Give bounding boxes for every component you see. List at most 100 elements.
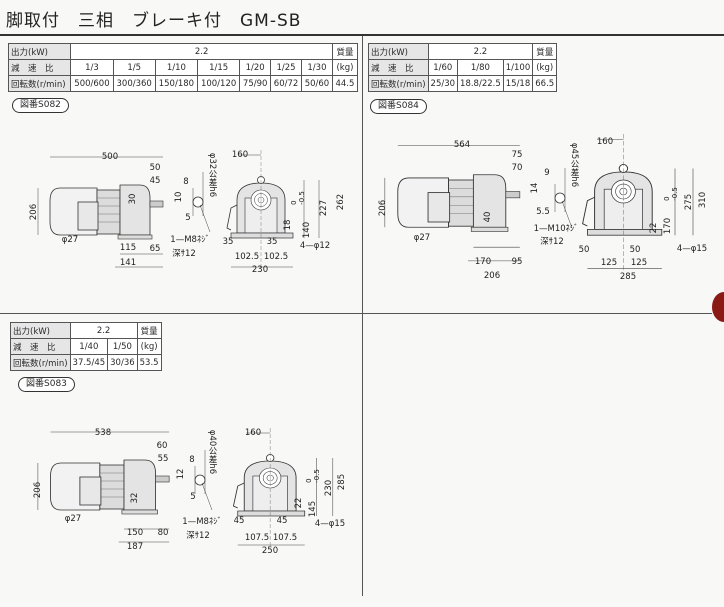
drawing-number: 図番S083: [18, 377, 75, 392]
dim: 160: [596, 137, 614, 147]
dim: 150: [126, 528, 144, 538]
motor-side-view-s082: [37, 156, 164, 268]
dim: 80: [157, 528, 169, 538]
speed-label: 回転数(r/min): [10, 354, 71, 371]
speed-cell: 150/180: [154, 75, 199, 92]
dim: 230: [251, 265, 269, 275]
dim: 102.5: [263, 252, 289, 262]
dim: 45: [149, 176, 161, 186]
dim: 40: [483, 211, 493, 223]
speed-cell: 30/36: [107, 354, 138, 371]
spec-table-s082: 出力(kW) 2.2 質量 減 速 比 1/3 1/5 1/10 1/15 1/…: [7, 43, 359, 92]
dim: 45: [233, 516, 245, 526]
speed-cell: 37.5/45: [69, 354, 109, 371]
dim: 160: [231, 150, 249, 160]
dim: 5: [185, 213, 191, 223]
dim: 95: [511, 257, 523, 267]
mass-unit: (kg): [331, 59, 359, 76]
mass-value: 44.5: [331, 75, 359, 92]
dim: 55: [157, 454, 169, 464]
dim: 140: [302, 221, 312, 239]
dim-tap-depth: 深ｻ12: [172, 249, 196, 259]
dim: 262: [336, 193, 346, 211]
horizontal-divider: [0, 313, 712, 314]
dim-shaft: φ45公差h6: [569, 142, 579, 188]
dim-height: 206: [29, 203, 39, 221]
dim: 35: [222, 237, 234, 247]
speed-label: 回転数(r/min): [368, 75, 429, 92]
dim: 8: [183, 177, 189, 187]
ratio-label: 減 速 比: [368, 59, 429, 76]
output-label: 出力(kW): [7, 43, 72, 60]
dim-tap-depth: 深ｻ12: [540, 237, 564, 247]
dim-shaft: φ32公差h6: [207, 152, 217, 198]
dim-overall-length: 564: [453, 140, 471, 150]
speed-cell: 300/360: [112, 75, 156, 92]
dim: 115: [119, 243, 137, 253]
dim: 10: [174, 191, 184, 203]
motor-front-view-s083: [233, 427, 334, 549]
dim-tap: 1—M8ﾈｼﾞ: [170, 235, 210, 245]
speed-cell: 100/120: [196, 75, 241, 92]
dim-height: 206: [33, 481, 43, 499]
speed-cell: 18.8/22.5: [457, 75, 504, 92]
output-label: 出力(kW): [10, 322, 71, 339]
dim: 22: [649, 222, 659, 234]
dim: 12: [176, 468, 186, 480]
dim: 70: [511, 163, 523, 173]
dim-tap: 1—M8ﾈｼﾞ: [182, 517, 222, 527]
dim: 250: [261, 546, 279, 556]
dim-overall-length: 538: [94, 428, 112, 438]
page-title: 脚取付 三相 ブレーキ付 GM-SB: [6, 11, 302, 31]
drawing-number: 図番S084: [370, 99, 427, 114]
dim: 170: [474, 257, 492, 267]
speed-label: 回転数(r/min): [7, 75, 72, 92]
motor-side-view-s083: [37, 431, 170, 543]
dim: 5: [190, 492, 196, 502]
dim-holes: 4—φ15: [676, 244, 708, 254]
dim: 30: [128, 193, 138, 205]
dim: 187: [126, 542, 144, 552]
dim: 75: [511, 150, 523, 160]
spec-table-s083: 出力(kW) 2.2 質量 減 速 比 1/40 1/50 (kg) 回転数(r…: [10, 322, 162, 371]
mass-value: 66.5: [532, 75, 558, 92]
mass-value: 53.5: [136, 354, 162, 371]
dim: 32: [130, 492, 140, 504]
dim-tap-depth: 深ｻ12: [186, 531, 210, 541]
page-edge-tab: [712, 292, 724, 322]
dim: φ27: [64, 514, 82, 524]
dim-tolerance: 0 -0.5: [290, 191, 306, 205]
title-rule: [0, 34, 724, 36]
dim-tap: 1—M10ﾈｼﾞ: [533, 224, 579, 234]
vertical-divider: [362, 36, 363, 596]
dim: 50: [149, 163, 161, 173]
dim-overall-length: 500: [101, 152, 119, 162]
drawing-number: 図番S082: [12, 98, 69, 113]
dim: 35: [266, 237, 278, 247]
dim: 107.5: [272, 533, 298, 543]
dim: 107.5: [244, 533, 270, 543]
dim: φ27: [413, 233, 431, 243]
dim: 285: [337, 473, 347, 491]
dim: 50: [578, 245, 590, 255]
dim: 22: [294, 497, 304, 509]
spec-table-s084: 出力(kW) 2.2 質量 減 速 比 1/60 1/80 1/100 (kg)…: [368, 43, 558, 92]
dim: 141: [119, 258, 137, 268]
dim-height: 206: [378, 199, 388, 217]
dim: 5.5: [536, 207, 550, 217]
dim: 160: [244, 428, 262, 438]
dim: 145: [308, 500, 318, 518]
dim: 102.5: [234, 252, 260, 262]
dim-holes: 4—φ15: [314, 519, 346, 529]
dim: 170: [663, 217, 673, 235]
dim: 227: [319, 199, 329, 217]
dim: 230: [324, 479, 334, 497]
dim: 65: [149, 244, 161, 254]
speed-cell: 15/18: [502, 75, 534, 92]
dim: 285: [619, 272, 637, 282]
dim: 9: [544, 168, 550, 178]
dim: 8: [189, 455, 195, 465]
dim: 45: [276, 516, 288, 526]
dim: 310: [698, 191, 708, 209]
